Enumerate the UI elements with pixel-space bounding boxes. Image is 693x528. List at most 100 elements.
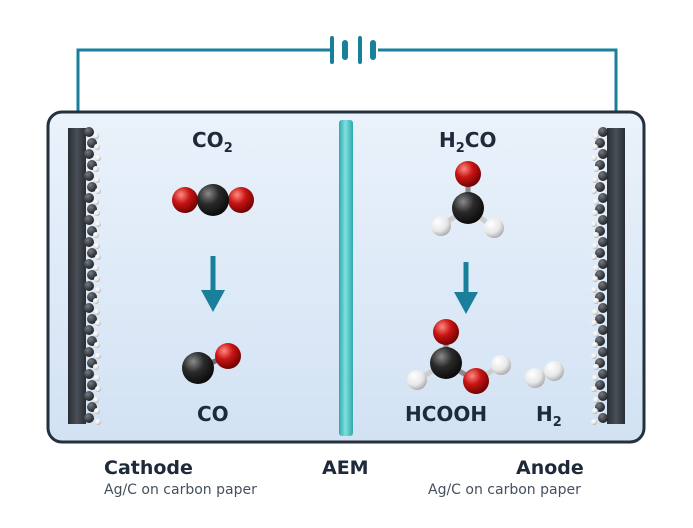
catalyst-particle <box>84 369 94 379</box>
hydrogen-particle <box>94 408 100 414</box>
catalyst-particle <box>598 413 608 423</box>
cathode-subtitle: Ag/C on carbon paper <box>104 482 257 498</box>
hydrogen-particle <box>593 298 599 304</box>
hydrogen-particle <box>94 243 100 249</box>
hydrogen-particle <box>593 133 599 139</box>
hydrogen-particle <box>592 177 598 183</box>
hydrogen-particle <box>592 276 598 282</box>
formic-acid-molecule <box>407 319 511 394</box>
catalyst-particle <box>598 127 608 137</box>
catalyst-particle <box>598 171 608 181</box>
hydrogen-particle <box>93 232 99 238</box>
hydrogen-particle <box>93 397 99 403</box>
membrane-label: AEM <box>322 457 369 479</box>
hydrogen-particle <box>95 386 101 392</box>
catalyst-particle <box>84 193 94 203</box>
h2-label: H2 <box>536 402 562 430</box>
catalyst-particle <box>598 391 608 401</box>
hcooh-label: HCOOH <box>405 402 488 426</box>
hydrogen-particle <box>591 221 597 227</box>
hydrogen-particle <box>592 210 598 216</box>
catalyst-particle <box>84 281 94 291</box>
hydrogen-particle <box>93 331 99 337</box>
catalyst-particle <box>595 248 605 258</box>
anode-subtitle: Ag/C on carbon paper <box>428 482 581 498</box>
hydrogen-particle <box>592 309 598 315</box>
hydrogen-particle <box>592 243 598 249</box>
catalyst-particle <box>84 259 94 269</box>
h2co-label: H2CO <box>439 128 497 156</box>
catalyst-particle <box>87 380 97 390</box>
hydrogen-particle <box>95 287 101 293</box>
h2-molecule <box>525 361 564 388</box>
hydrogen-particle <box>93 166 99 172</box>
catalyst-particle <box>87 248 97 258</box>
catalyst-particle <box>598 369 608 379</box>
hydrogen-particle <box>591 419 597 425</box>
battery-icon <box>330 36 376 64</box>
hydrogen-particle <box>593 331 599 337</box>
catalyst-particle <box>598 237 608 247</box>
hydrogen-particle <box>591 188 597 194</box>
catalyst-particle <box>87 182 97 192</box>
hydrogen-particle <box>93 265 99 271</box>
hydrogen-particle <box>95 353 101 359</box>
catalyst-particle <box>84 127 94 137</box>
hydrogen-particle <box>95 254 101 260</box>
catalyst-particle <box>598 149 608 159</box>
anode-particles <box>591 127 608 425</box>
hydrogen-particle <box>591 353 597 359</box>
catalyst-particle <box>595 182 605 192</box>
hydrogen-particle <box>95 320 101 326</box>
hydrogen-particle <box>94 342 100 348</box>
hydrogen-particle <box>93 364 99 370</box>
hydrogen-particle <box>593 232 599 238</box>
hydrogen-particle <box>591 287 597 293</box>
hydrogen-particle <box>95 188 101 194</box>
circuit-wire <box>76 48 618 112</box>
hydrogen-particle <box>591 386 597 392</box>
co2-label: CO2 <box>192 128 233 156</box>
catalyst-particle <box>598 303 608 313</box>
hydrogen-particle <box>95 155 101 161</box>
hydrogen-particle <box>94 276 100 282</box>
cathode-particles <box>84 127 101 425</box>
catalyst-particle <box>84 325 94 335</box>
hydrogen-particle <box>93 133 99 139</box>
co2-molecule <box>172 184 254 216</box>
hydrogen-particle <box>93 298 99 304</box>
co-label: CO <box>197 402 229 426</box>
hydrogen-particle <box>94 309 100 315</box>
catalyst-particle <box>87 314 97 324</box>
aem-membrane <box>339 120 353 436</box>
catalyst-particle <box>84 149 94 159</box>
hydrogen-particle <box>95 221 101 227</box>
anode-electrode <box>607 128 625 424</box>
catalyst-particle <box>598 193 608 203</box>
hydrogen-particle <box>592 342 598 348</box>
catalyst-particle <box>598 215 608 225</box>
catalyst-particle <box>595 380 605 390</box>
catalyst-particle <box>84 237 94 247</box>
catalyst-particle <box>84 391 94 401</box>
catalyst-particle <box>84 215 94 225</box>
reaction-arrow-icon <box>201 256 225 312</box>
formaldehyde-molecule <box>431 161 504 238</box>
reaction-arrow-icon <box>454 262 478 314</box>
hydrogen-particle <box>592 408 598 414</box>
cathode-electrode <box>68 128 86 424</box>
hydrogen-particle <box>591 155 597 161</box>
catalyst-particle <box>84 347 94 357</box>
hydrogen-particle <box>593 397 599 403</box>
hydrogen-particle <box>94 177 100 183</box>
hydrogen-particle <box>94 144 100 150</box>
catalyst-particle <box>598 259 608 269</box>
hydrogen-particle <box>591 320 597 326</box>
hydrogen-particle <box>95 419 101 425</box>
hydrogen-particle <box>94 375 100 381</box>
hydrogen-particle <box>593 166 599 172</box>
catalyst-particle <box>84 413 94 423</box>
hydrogen-particle <box>593 199 599 205</box>
